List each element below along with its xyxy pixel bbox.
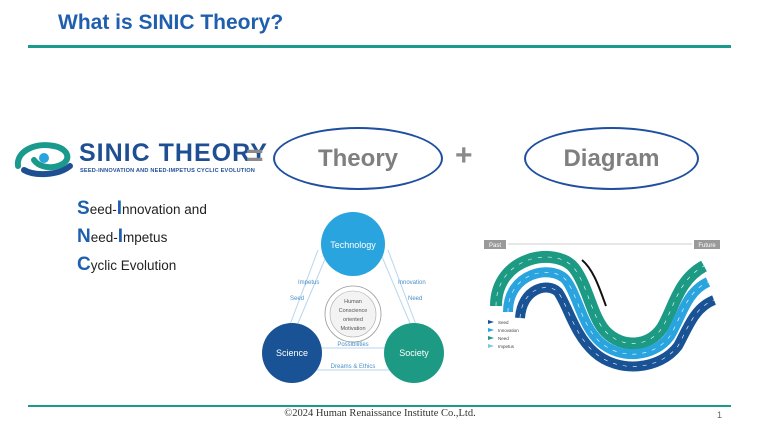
acronym-letter: C (77, 254, 91, 275)
technology-label: Technology (330, 240, 376, 250)
acronym-line-seed-innovation: Seed-Innovation and (77, 198, 207, 220)
acronym-letter: S (77, 198, 90, 219)
sinic-spiral-diagram: Past Future Seed Innovation Need Impetus (484, 240, 720, 372)
theory-oval: Theory (273, 127, 443, 190)
science-node (262, 323, 322, 383)
legend-seed: Seed (498, 320, 509, 325)
sinic-triangle-diagram: Human Conscience oriented Motivation Imp… (262, 212, 444, 383)
legend-impetus: Impetus (498, 344, 515, 349)
center-line-1: Human (344, 299, 362, 305)
legend-innovation: Innovation (498, 328, 519, 333)
future-tag (694, 240, 720, 249)
society-node (384, 323, 444, 383)
diagram-label: Diagram (563, 144, 660, 172)
acronym-line-need-impetus: Need-Impetus (77, 226, 167, 248)
past-label: Past (489, 243, 501, 249)
need-label: Need (408, 296, 422, 302)
page-number: 1 (717, 410, 723, 420)
past-tag (484, 240, 506, 249)
technology-node (321, 212, 385, 276)
acronym-text: mpetus (123, 230, 168, 245)
legend-need: Need (498, 336, 509, 341)
title-divider (28, 45, 731, 48)
acronym-line-cyclic-evolution: Cyclic Evolution (77, 254, 176, 276)
logo-wordmark: SINIC THEORY (79, 139, 268, 167)
seed-label: Seed (290, 296, 304, 302)
diagram-oval: Diagram (524, 127, 699, 190)
acronym-text: eed- (89, 202, 117, 217)
logo-tagline: SEED-INNOVATION AND NEED-IMPETUS CYCLIC … (80, 168, 256, 174)
plus-sign: + (455, 139, 473, 172)
impetus-label: Impetus (298, 280, 319, 286)
society-label: Society (399, 348, 429, 358)
center-line-4: Motivation (340, 326, 365, 332)
acronym-letter: N (77, 226, 91, 247)
possibilities-label: Possibilities (337, 342, 368, 348)
footer-divider (28, 405, 731, 407)
acronym-text: nnovation and (122, 202, 207, 217)
center-line-3: oriented (343, 317, 363, 323)
sinic-logo-icon (14, 142, 73, 178)
future-label: Future (698, 243, 716, 249)
science-label: Science (276, 348, 308, 358)
page-title: What is SINIC Theory? (58, 11, 284, 34)
innovation-label: Innovation (398, 280, 426, 286)
copyright-notice: ©2024 Human Renaissance Institute Co.,Lt… (284, 408, 476, 419)
theory-label: Theory (317, 144, 398, 172)
dreams-ethics-label: Dreams & Ethics (331, 364, 376, 370)
acronym-text: yclic Evolution (90, 258, 177, 273)
acronym-letter: I (117, 226, 124, 247)
center-line-2: Conscience (339, 308, 368, 314)
acronym-text: eed- (90, 230, 118, 245)
equals-sign: = (246, 139, 264, 172)
acronym-letter: I (116, 198, 122, 219)
spiral-legend: Seed Innovation Need Impetus (488, 320, 519, 349)
